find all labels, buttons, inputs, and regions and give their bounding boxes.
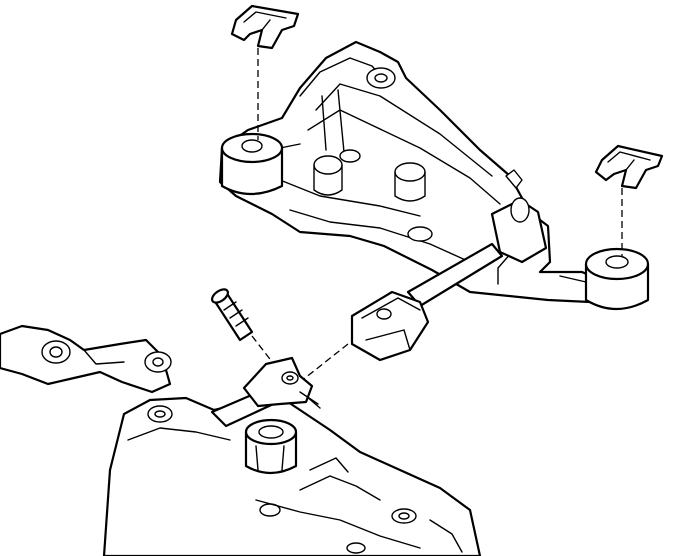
left-rubber-mount [220,132,284,196]
mount-bracket [218,40,602,304]
transmission-housing [0,324,482,556]
alignment-line [299,343,349,383]
fastener-pin [210,288,281,373]
right-retaining-clip [594,144,664,256]
right-rubber-mount [584,247,650,310]
shift-cable-rod [350,242,504,362]
left-retaining-clip [230,4,300,140]
